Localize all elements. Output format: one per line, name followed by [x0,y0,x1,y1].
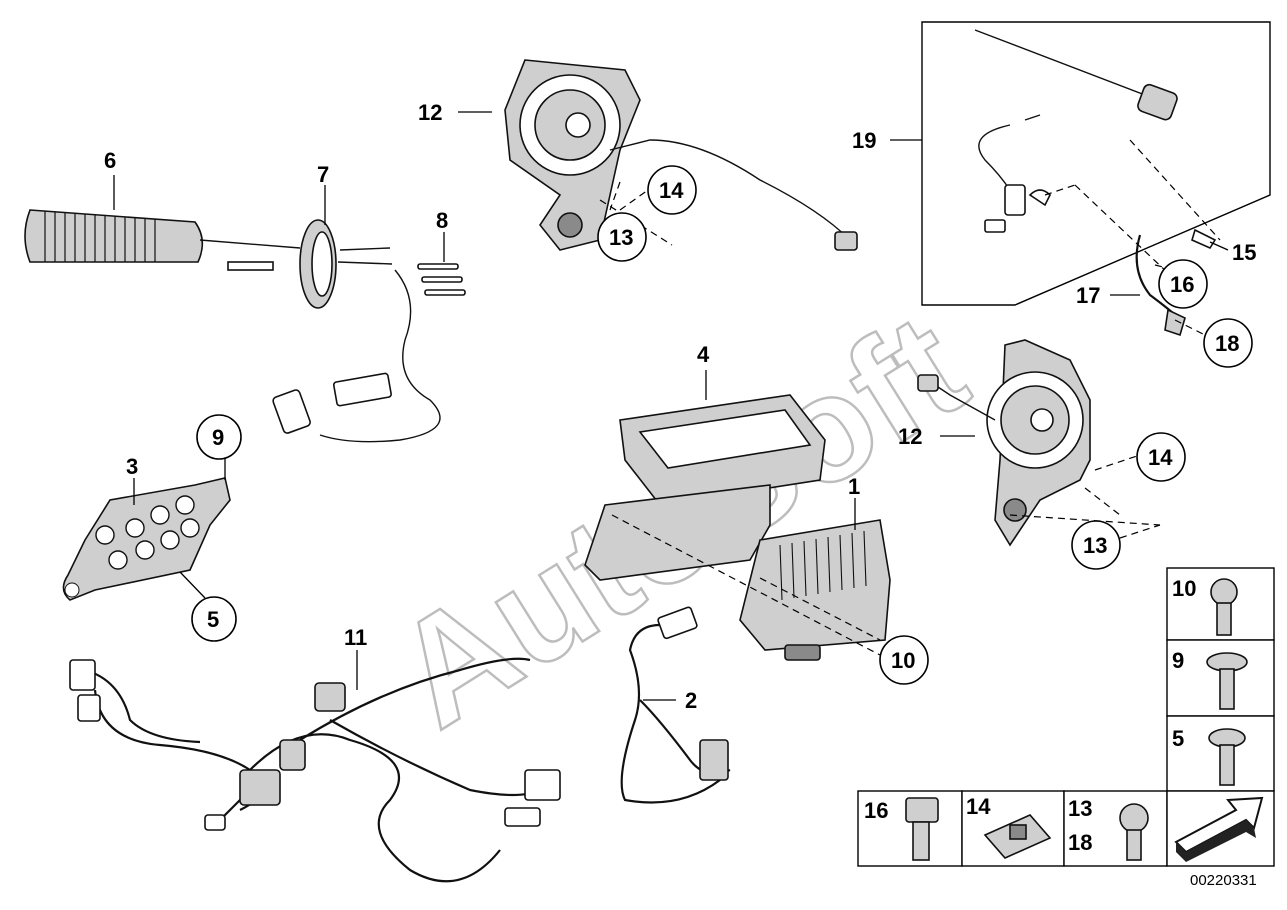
callout-2: 2 [685,688,697,713]
part-6-grip [24,209,301,271]
legend-cell-10: 10 [1172,576,1238,636]
legend-cell-9: 9 [1172,648,1248,710]
svg-text:13: 13 [609,225,633,250]
direction-arrow-icon [1174,796,1264,862]
svg-text:5: 5 [207,607,219,632]
svg-text:5: 5 [1172,726,1184,751]
callout-3: 3 [126,454,138,479]
callout-5-circle: 5 [191,596,237,642]
callout-9-circle: 9 [196,414,242,460]
part-19-antenna-kit [921,21,1271,306]
callout-6: 6 [104,148,116,173]
callout-15: 15 [1232,240,1256,265]
callout-10-circle: 10 [879,635,929,685]
svg-text:9: 9 [212,425,224,450]
legend-cell-13-18: 13 18 [1068,796,1149,861]
callout-14-circle-upper: 14 [647,165,697,215]
callout-13-circle-upper: 13 [597,212,647,262]
callout-4: 4 [697,342,710,367]
part-7-switch [272,219,441,443]
svg-text:16: 16 [864,798,888,823]
svg-text:13: 13 [1083,533,1107,558]
part-12-speaker-upper [504,59,858,251]
callout-12-lower: 12 [898,424,922,449]
callout-12-upper: 12 [418,100,442,125]
svg-text:10: 10 [1172,576,1196,601]
svg-text:13: 13 [1068,796,1092,821]
part-1-control-unit [739,519,891,661]
legend-cell-5: 5 [1172,726,1246,786]
callout-14-circle-lower: 14 [1136,432,1186,482]
svg-text:10: 10 [891,648,915,673]
diagram-number: 00220331 [1190,872,1257,889]
callout-19: 19 [852,128,876,153]
part-17-bracket [1135,228,1217,337]
svg-text:14: 14 [1148,445,1173,470]
part-8-screws [417,263,466,296]
part-11-harness [69,657,561,883]
callout-11: 11 [344,625,367,650]
svg-text:14: 14 [966,794,991,819]
legend-cell-16: 16 [864,797,939,861]
part-12-speaker-lower [917,339,1091,547]
legend-cell-14: 14 [966,794,1052,859]
part-2-cable [620,606,731,804]
part-3-switch-block [62,477,231,601]
fastener-legend: 10 9 5 16 14 13 18 [857,567,1275,867]
callout-7: 7 [317,162,329,187]
svg-text:9: 9 [1172,648,1184,673]
svg-text:16: 16 [1170,272,1194,297]
part-4-holder [584,394,826,581]
callout-13-circle-lower: 13 [1071,520,1121,570]
callout-17: 17 [1076,283,1100,308]
svg-text:18: 18 [1068,830,1092,855]
callout-18-circle: 18 [1203,318,1253,368]
svg-text:14: 14 [659,178,684,203]
leader-lines [113,111,1229,701]
callout-16-circle: 16 [1158,259,1208,309]
svg-text:18: 18 [1215,331,1239,356]
callout-1: 1 [848,474,860,499]
callout-8: 8 [436,208,448,233]
